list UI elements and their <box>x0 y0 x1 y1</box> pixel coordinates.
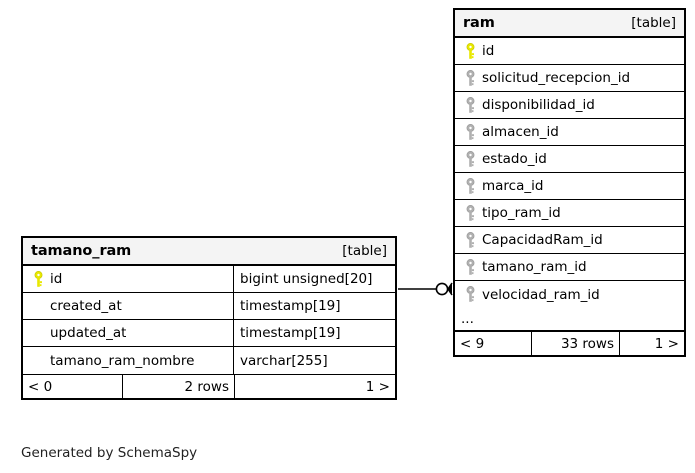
column-type-cell: timestamp[19] <box>233 320 395 346</box>
column-name-cell: velocidad_ram_id <box>455 281 684 308</box>
column-name-cell: tamano_ram_id <box>455 254 684 280</box>
no-key-icon <box>30 293 46 319</box>
column-name-cell: disponibilidad_id <box>455 92 684 118</box>
column-name: solicitud_recepcion_id <box>482 70 631 86</box>
foreign-key-icon <box>462 281 478 308</box>
column-name-cell: updated_at <box>23 320 233 346</box>
table-pager-tamano_ram[interactable]: < 0 2 rows 1 > <box>23 374 395 398</box>
column-name-cell: almacen_id <box>455 119 684 145</box>
column-name-cell: tipo_ram_id <box>455 200 684 226</box>
table-row[interactable]: marca_id <box>455 173 684 200</box>
column-name: tipo_ram_id <box>482 205 561 221</box>
table-name: tamano_ram <box>31 243 132 259</box>
column-list-ram: id solicitud_recepcion_id <box>455 38 684 308</box>
table-header-ram[interactable]: ram [table] <box>455 10 684 38</box>
column-name: tamano_ram_nombre <box>50 352 195 369</box>
foreign-key-icon <box>462 254 478 280</box>
table-header-tamano_ram[interactable]: tamano_ram [table] <box>23 238 395 266</box>
foreign-key-icon <box>462 200 478 226</box>
column-name: id <box>482 43 495 59</box>
table-row[interactable]: estado_id <box>455 146 684 173</box>
foreign-key-icon <box>462 173 478 199</box>
column-type-cell: bigint unsigned[20] <box>233 266 395 292</box>
table-row[interactable]: almacen_id <box>455 119 684 146</box>
column-name-cell: marca_id <box>455 173 684 199</box>
column-name: velocidad_ram_id <box>482 286 600 303</box>
pager-next-button[interactable]: 1 > <box>365 378 390 395</box>
column-name-cell: id <box>23 266 233 292</box>
table-pager-ram[interactable]: < 9 33 rows 1 > <box>455 331 684 355</box>
column-name: id <box>50 271 63 287</box>
column-type: timestamp[19] <box>240 298 341 314</box>
table-row[interactable]: id <box>455 38 684 65</box>
column-name: updated_at <box>50 325 127 341</box>
table-row[interactable]: disponibilidad_id <box>455 92 684 119</box>
foreign-key-icon <box>462 146 478 172</box>
table-name: ram <box>463 15 495 31</box>
column-name: estado_id <box>482 151 547 167</box>
pager-row-count: 2 rows <box>122 375 235 398</box>
table-row[interactable]: velocidad_ram_id <box>455 281 684 308</box>
column-name: created_at <box>50 298 122 314</box>
table-row[interactable]: tamano_ram_id <box>455 254 684 281</box>
foreign-key-icon <box>462 92 478 118</box>
column-type: varchar[255] <box>240 352 328 369</box>
column-name-cell: created_at <box>23 293 233 319</box>
column-name: almacen_id <box>482 124 559 140</box>
no-key-icon <box>30 347 46 374</box>
foreign-key-icon <box>462 227 478 253</box>
primary-key-icon <box>462 38 478 64</box>
pager-next-button[interactable]: 1 > <box>654 335 679 352</box>
pager-prev-button[interactable]: < 9 <box>460 335 485 352</box>
foreign-key-icon <box>462 119 478 145</box>
column-type-cell: timestamp[19] <box>233 293 395 319</box>
table-row[interactable]: updated_at timestamp[19] <box>23 320 395 347</box>
table-row[interactable]: tamano_ram_nombre varchar[255] <box>23 347 395 374</box>
table-row[interactable]: solicitud_recepcion_id <box>455 65 684 92</box>
table-row[interactable]: id bigint unsigned[20] <box>23 266 395 293</box>
column-name-cell: tamano_ram_nombre <box>23 347 233 374</box>
column-name-cell: CapacidadRam_id <box>455 227 684 253</box>
table-row[interactable]: created_at timestamp[19] <box>23 293 395 320</box>
table-row[interactable]: CapacidadRam_id <box>455 227 684 254</box>
cardinality-optional-circle <box>435 282 449 296</box>
column-name: tamano_ram_id <box>482 259 587 275</box>
column-name-cell: estado_id <box>455 146 684 172</box>
pager-prev-button[interactable]: < 0 <box>28 378 53 395</box>
column-name: CapacidadRam_id <box>482 232 603 248</box>
column-name: disponibilidad_id <box>482 97 595 113</box>
pager-row-count: 33 rows <box>531 332 620 355</box>
table-type-label: [table] <box>631 15 676 31</box>
more-columns-ellipsis: ... <box>455 308 684 331</box>
foreign-key-icon <box>462 65 478 91</box>
no-key-icon <box>30 320 46 346</box>
column-type: bigint unsigned[20] <box>240 271 373 287</box>
generated-by-label: Generated by SchemaSpy <box>21 445 198 461</box>
table-row[interactable]: tipo_ram_id <box>455 200 684 227</box>
column-name-cell: solicitud_recepcion_id <box>455 65 684 91</box>
column-type: timestamp[19] <box>240 325 341 341</box>
column-name-cell: id <box>455 38 684 64</box>
cardinality-crows-foot <box>447 282 453 296</box>
column-list-tamano_ram: id bigint unsigned[20] created_at timest… <box>23 266 395 374</box>
table-node-tamano_ram[interactable]: tamano_ram [table] id bigint unsigned[20… <box>21 236 397 400</box>
column-type-cell: varchar[255] <box>233 347 395 374</box>
table-type-label: [table] <box>342 243 387 259</box>
primary-key-icon <box>30 266 46 292</box>
column-name: marca_id <box>482 178 544 194</box>
table-node-ram[interactable]: ram [table] id <box>453 8 686 357</box>
